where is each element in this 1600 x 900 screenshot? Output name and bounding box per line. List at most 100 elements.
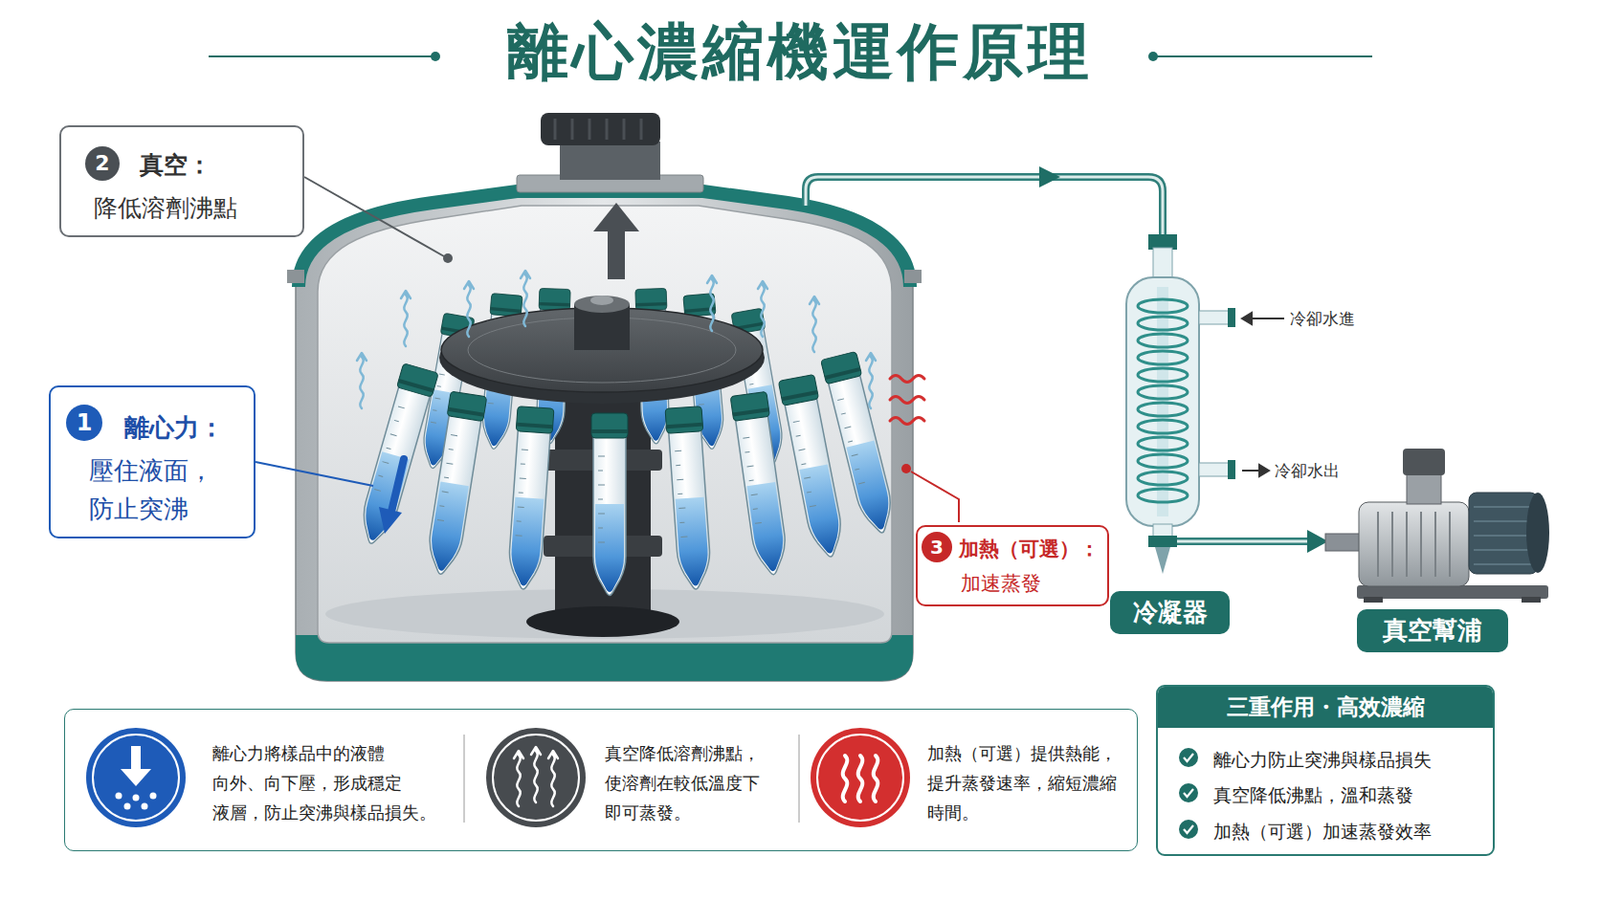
component-name: 真空幫浦 bbox=[1356, 609, 1509, 653]
condenser bbox=[1137, 420, 1188, 434]
chamber bbox=[287, 269, 305, 284]
panel-icons bbox=[817, 734, 904, 822]
panel-icons bbox=[548, 751, 558, 807]
check-marks bbox=[1178, 748, 1199, 768]
callout-text: 加速蒸發 bbox=[960, 570, 1042, 598]
condenser bbox=[1137, 488, 1188, 503]
text-line: 真空降低溶劑沸點， bbox=[604, 738, 760, 769]
text-line: 提升蒸發速率，縮短濃縮 bbox=[927, 768, 1117, 799]
condenser bbox=[1137, 402, 1188, 417]
chamber bbox=[287, 112, 922, 682]
callout-box: 真空：降低溶劑沸點 bbox=[59, 125, 305, 238]
vacuum-pump bbox=[1358, 502, 1469, 587]
vacuum-pump bbox=[1356, 585, 1549, 600]
condenser bbox=[1137, 299, 1188, 313]
explanation-text: 離心力將樣品中的液體 向外、向下壓，形成穩定 液層，防止突沸與樣品損失。 bbox=[212, 738, 437, 828]
callout-heading: 離心力： bbox=[124, 411, 224, 445]
callout-number: 1 bbox=[66, 404, 103, 442]
condenser bbox=[1137, 368, 1188, 382]
condenser bbox=[1137, 333, 1188, 348]
summary-item: 離心力防止突沸與樣品損失 bbox=[1213, 747, 1432, 773]
summary-item: 真空降低沸點，溫和蒸發 bbox=[1213, 782, 1414, 808]
panel-icons bbox=[810, 728, 911, 828]
condenser bbox=[1137, 316, 1188, 331]
condenser bbox=[1137, 437, 1188, 451]
vapor-arrow bbox=[607, 229, 625, 280]
condenser bbox=[1137, 471, 1188, 486]
water-arrows bbox=[1249, 317, 1285, 320]
explanation-text: 真空降低溶劑沸點， 使溶劑在較低溫度下 即可蒸發。 bbox=[604, 738, 760, 828]
port-label: 冷卻水出 bbox=[1274, 460, 1340, 482]
leader-lines bbox=[255, 462, 374, 487]
text-line: 離心力將樣品中的液體 bbox=[212, 738, 437, 769]
vacuum-pump bbox=[1325, 448, 1550, 603]
panel-icons bbox=[131, 746, 141, 772]
panel-icons bbox=[798, 734, 800, 823]
text-line: 即可蒸發。 bbox=[604, 798, 760, 828]
condenser bbox=[1137, 385, 1188, 400]
sample-tubes bbox=[777, 374, 849, 560]
pipes bbox=[805, 177, 1163, 238]
rotor bbox=[590, 295, 614, 306]
panel-icons bbox=[150, 793, 157, 800]
vapor bbox=[809, 296, 820, 353]
condenser bbox=[1227, 308, 1236, 328]
vapor bbox=[400, 290, 411, 347]
panel-icons bbox=[120, 769, 152, 787]
rotor bbox=[555, 382, 651, 623]
panel-icons bbox=[513, 747, 558, 807]
sample-tubes bbox=[591, 413, 628, 597]
callout-number: 2 bbox=[85, 146, 120, 181]
panel-icons bbox=[513, 751, 524, 807]
sample-tubes bbox=[730, 391, 792, 578]
condenser bbox=[1199, 463, 1230, 477]
condenser bbox=[1227, 460, 1236, 480]
explanation-text: 加熱（可選）提供熱能， 提升蒸發速率，縮短濃縮 時間。 bbox=[927, 738, 1117, 828]
rotor bbox=[526, 606, 680, 638]
condenser bbox=[1126, 277, 1200, 527]
sample-tubes bbox=[505, 406, 555, 592]
callout-heading: 加熱（可選）： bbox=[958, 535, 1100, 563]
vacuum-pump bbox=[1526, 492, 1550, 574]
panel-icons bbox=[843, 755, 848, 802]
heat-marks bbox=[889, 376, 925, 425]
callout-text: 降低溶劑沸點 bbox=[93, 193, 238, 224]
text-line: 加熱（可選）提供熱能， bbox=[927, 738, 1117, 769]
rotor bbox=[574, 295, 630, 313]
vapor bbox=[356, 353, 367, 409]
text-line: 向外、向下壓，形成穩定 bbox=[212, 768, 437, 799]
check-marks bbox=[1178, 783, 1199, 803]
panel-icons bbox=[133, 795, 140, 802]
condenser bbox=[1148, 535, 1178, 548]
diagram-title: 離心濃縮機運作原理 bbox=[0, 13, 1600, 90]
check-marks bbox=[1178, 820, 1199, 840]
title-decoration bbox=[1153, 55, 1373, 58]
heat-marks bbox=[889, 376, 925, 383]
leader-lines bbox=[255, 177, 959, 523]
text-line: 防止突沸 bbox=[88, 489, 214, 529]
summary-box: 三重作用・高效濃縮離心力防止突沸與樣品損失真空降低沸點，溫和蒸發加熱（可選）加速… bbox=[1155, 685, 1495, 857]
force-arrow bbox=[391, 459, 404, 512]
check-marks bbox=[1183, 754, 1194, 762]
vacuum-pump bbox=[1377, 511, 1450, 578]
chamber bbox=[559, 141, 661, 180]
callout-text: 壓住液面， 防止突沸 bbox=[88, 451, 214, 529]
leader-lines bbox=[443, 253, 453, 264]
panel-icons bbox=[486, 728, 586, 828]
vacuum-pump bbox=[1473, 507, 1534, 565]
text-line: 液層，防止突沸與樣品損失。 bbox=[212, 798, 437, 828]
water-arrows bbox=[1242, 312, 1285, 477]
summary-item: 加熱（可選）加速蒸發效率 bbox=[1213, 819, 1432, 845]
chamber bbox=[555, 118, 642, 140]
text-line: 使溶劑在較低溫度下 bbox=[604, 768, 760, 799]
title-decoration bbox=[1148, 51, 1158, 62]
vacuum-pump bbox=[1406, 473, 1442, 505]
pipes bbox=[1039, 166, 1061, 188]
condenser bbox=[1155, 547, 1171, 575]
vapor-arrow bbox=[593, 202, 640, 232]
heat-marks bbox=[889, 397, 925, 404]
water-arrows bbox=[1259, 465, 1269, 477]
pipes bbox=[805, 177, 1163, 238]
sample-tubes bbox=[353, 363, 439, 550]
